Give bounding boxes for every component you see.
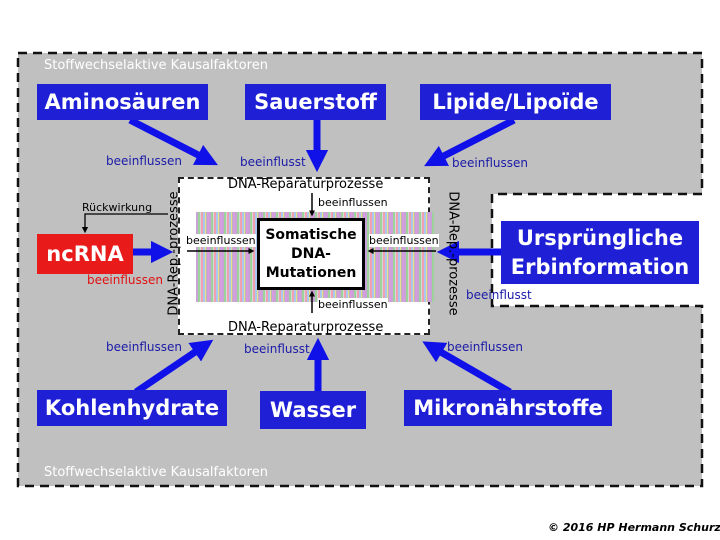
arrow-lipide: [424, 116, 516, 167]
mutation-line2: DNA-: [291, 245, 331, 262]
repair-top-label: DNA-Reparaturprozesse: [228, 177, 384, 192]
frame-bottom-label: Stoffwechselaktive Kausalfaktoren: [44, 465, 268, 480]
label-bottom-left: beeinflussen: [106, 340, 182, 354]
repair-bottom-label: DNA-Reparaturprozesse: [228, 320, 384, 335]
label-bottom-right: beeinflussen: [447, 340, 523, 354]
erbinformation-line2: Erbinformation: [510, 254, 690, 279]
factor-erbinformation: Ursprüngliche Erbinformation: [501, 221, 699, 284]
inner-label-top: beeinflussen: [318, 196, 388, 209]
inner-label-right: beeinflussen: [369, 234, 439, 247]
factor-wasser: Wasser: [260, 391, 366, 429]
factor-lipide: Lipide/Lipoïde: [420, 84, 611, 120]
label-erb: beeinflusst: [466, 288, 532, 302]
inner-label-bottom: beeinflussen: [318, 298, 388, 311]
label-top-right: beeinflussen: [452, 156, 528, 170]
factor-ncrna: ncRNA: [37, 234, 133, 274]
arrow-kohlenhydrate: [134, 339, 214, 395]
arrow-aminosaeuren: [128, 116, 218, 166]
label-top-left: beeinflussen: [106, 154, 182, 168]
factor-aminosaeuren: Aminosäuren: [37, 84, 208, 120]
label-rueckwirkung: Rückwirkung: [82, 201, 153, 214]
factor-sauerstoff: Sauerstoff: [245, 84, 386, 120]
erbinformation-line1: Ursprüngliche: [516, 225, 684, 250]
label-top-mid: beeinflusst: [240, 155, 306, 169]
frame-top-label: Stoffwechselaktive Kausalfaktoren: [44, 58, 268, 73]
label-ncrna: beeinflussen: [87, 273, 163, 287]
arrow-rueckwirkung: [81, 213, 168, 234]
copyright-text: © 2016 HP Hermann Schurz: [548, 521, 720, 534]
inner-label-left: beeinflussen: [186, 234, 256, 247]
label-bottom-mid: beeinflusst: [244, 342, 310, 356]
factor-mikronaehrstoffe: Mikronährstoffe: [404, 390, 612, 426]
factor-kohlenhydrate: Kohlenhydrate: [37, 390, 227, 426]
mutation-line1: Somatische: [265, 226, 357, 243]
mutation-line3: Mutationen: [265, 264, 357, 281]
somatic-mutation-box: Somatische DNA- Mutationen: [257, 218, 365, 290]
arrow-mikro: [422, 341, 512, 396]
